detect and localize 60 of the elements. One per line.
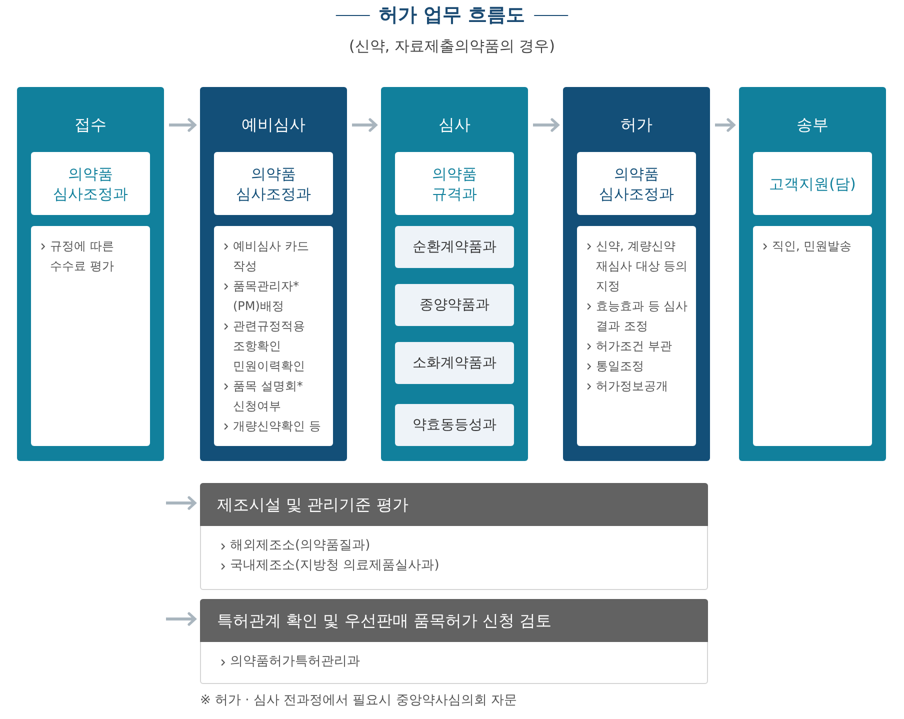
- department-box: [395, 152, 514, 215]
- department-name: 의약품 심사조정과: [235, 164, 312, 204]
- task-item: 개량신약확인 등: [233, 418, 321, 435]
- department-box: [31, 152, 150, 215]
- task-item: 허가정보공개: [596, 378, 668, 395]
- task-list-card: [31, 226, 150, 446]
- task-item: 관련규정적용 조항확인 민원이력확인: [233, 318, 306, 375]
- division-name: 종양약품과: [420, 296, 490, 315]
- task-item: 효능효과 등 심사 결과 조정: [596, 298, 689, 335]
- department-name: 의약품 심사조정과: [52, 164, 129, 204]
- flow-arrow: [352, 118, 378, 132]
- stage-column: [381, 87, 528, 461]
- flow-arrow: [169, 118, 196, 132]
- stage-title: 심사: [438, 115, 470, 134]
- task-item: 의약품허가특허관리과: [230, 653, 360, 671]
- department-name: 의약품 심사조정과: [598, 164, 675, 204]
- division-name: 소화계약품과: [412, 354, 496, 373]
- stage-column: [17, 87, 164, 461]
- review-panel: [200, 599, 708, 684]
- task-item: 직인, 민원발송: [772, 238, 852, 255]
- task-list-card: [214, 226, 333, 446]
- task-item: 품목관리자* (PM)배정: [233, 278, 300, 315]
- department-box: [214, 152, 333, 215]
- task-item: 국내제조소(지방청 의료제품실사과): [230, 557, 440, 575]
- stage-column: [563, 87, 710, 461]
- stage-column: [200, 87, 347, 461]
- review-panel: [200, 483, 708, 590]
- flow-arrow: [715, 118, 736, 132]
- panel-title: 특허관계 확인 및 우선판매 품목허가 신청 검토: [217, 610, 552, 632]
- stage-title: 허가: [620, 115, 652, 134]
- task-item: 규정에 따른 수수료 평가: [50, 238, 115, 275]
- stage-column: [739, 87, 886, 461]
- stage-title: 접수: [74, 115, 106, 134]
- division-name: 약효동등성과: [412, 416, 496, 435]
- division-box: [395, 404, 514, 446]
- task-list-card: [577, 226, 696, 446]
- division-box: [395, 284, 514, 326]
- flow-arrow: [166, 496, 196, 510]
- footnote: ※ 허가 · 심사 전과정에서 필요시 중앙약사심의회 자문: [200, 693, 517, 708]
- task-item: 통일조정: [596, 358, 644, 375]
- stage-title: 송부: [796, 115, 828, 134]
- diagram-title: 허가 업무 흐름도: [378, 4, 526, 26]
- task-item: 신약, 계량신약 재심사 대상 등의 지정: [596, 238, 689, 295]
- stage-title: 예비심사: [242, 115, 306, 134]
- division-box: [395, 342, 514, 384]
- flow-arrow: [533, 118, 560, 132]
- task-list-card: [753, 226, 872, 446]
- department-name: 고객지원(담): [769, 174, 856, 194]
- department-box: [753, 152, 872, 215]
- task-item: 예비심사 카드 작성: [233, 238, 310, 275]
- panel-title: 제조시설 및 관리기준 평가: [217, 494, 408, 516]
- department-box: [577, 152, 696, 215]
- task-item: 허가조건 부관: [596, 338, 672, 355]
- division-box: [395, 226, 514, 268]
- task-item: 해외제조소(의약품질과): [230, 537, 370, 555]
- division-name: 순환계약품과: [412, 238, 496, 257]
- flow-arrow: [166, 612, 196, 626]
- department-name: 의약품 규격과: [431, 164, 478, 204]
- subtitle: (신약, 자료제출의약품의 경우): [348, 37, 555, 55]
- task-item: 품목 설명회* 신청여부: [233, 378, 304, 415]
